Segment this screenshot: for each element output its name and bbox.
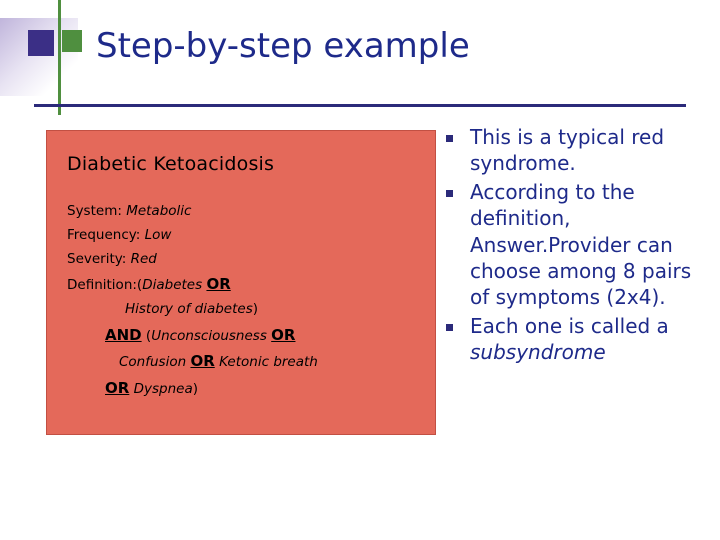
definition-line-2: History of diabetes) (67, 301, 421, 319)
list-item: Each one is called a subsyndrome (446, 313, 708, 366)
definition-line-1: Definition:(Diabetes OR (67, 275, 421, 295)
attribute-system-label: System: (67, 203, 122, 219)
definition-term-confusion: Confusion (119, 354, 187, 371)
attribute-frequency: Frequency: Low (67, 227, 421, 244)
definition-line-3: AND (Unconsciousness OR (67, 326, 421, 346)
square-bullet-icon (446, 313, 470, 334)
syndrome-name: Diabetic Ketoacidosis (67, 153, 275, 175)
definition-line-5: OR Dyspnea) (67, 379, 421, 399)
decoration-square-green (62, 30, 82, 52)
bullet-text-1: This is a typical red syndrome. (470, 125, 665, 176)
attribute-severity-label: Severity: (67, 250, 127, 267)
definition-paren-open: ( (136, 276, 143, 293)
list-item: According to the definition, Answer.Prov… (446, 179, 708, 311)
definition-term-dyspnea: Dyspnea (133, 380, 193, 397)
definition-label: Definition: (67, 276, 137, 293)
bullet-text-3-plain: Each one is called a (470, 313, 669, 338)
bullet-list: This is a typical red syndrome. Accordin… (446, 124, 708, 368)
page-title: Step-by-step example (96, 26, 470, 66)
bullet-text-3-emphasis: subsyndrome (470, 340, 606, 365)
attribute-severity-value: Red (130, 250, 157, 267)
definition-term-diabetes: Diabetes (142, 276, 203, 293)
definition-operator-or-2: OR (271, 325, 296, 344)
title-underline-rule (34, 104, 686, 107)
attribute-severity: Severity: Red (67, 251, 421, 268)
syndrome-card: Diabetic Ketoacidosis System: Metabolic … (46, 130, 436, 435)
attribute-system: System: Metabolic (67, 203, 421, 220)
attribute-frequency-label: Frequency: (67, 226, 141, 243)
definition-operator-or-1: OR (206, 274, 231, 293)
bullet-text-2: According to the definition, Answer.Prov… (470, 179, 692, 310)
definition-paren-open-2: ( (145, 327, 152, 344)
definition-paren-close-2: ) (192, 380, 199, 397)
list-item: This is a typical red syndrome. (446, 124, 708, 177)
definition-operator-and: AND (105, 325, 142, 344)
definition-term-ketonic-breath: Ketonic breath (219, 354, 318, 371)
square-bullet-icon (446, 179, 470, 200)
square-bullet-icon (446, 124, 470, 145)
decoration-square-purple (28, 30, 54, 56)
definition-operator-or-4: OR (105, 378, 130, 397)
bullet-text-3: Each one is called a subsyndrome (470, 313, 708, 366)
attribute-frequency-value: Low (144, 226, 172, 243)
attribute-system-value: Metabolic (126, 203, 192, 219)
definition-line-4: Confusion OR Ketonic breath (67, 352, 421, 372)
definition-term-unconsciousness: Unconsciousness (151, 327, 267, 344)
header-decoration (0, 0, 110, 115)
definition-paren-close-1: ) (252, 301, 259, 318)
definition-term-history-of-diabetes: History of diabetes (125, 301, 253, 318)
decoration-vertical-line (58, 0, 61, 115)
definition-operator-or-3: OR (190, 352, 215, 371)
